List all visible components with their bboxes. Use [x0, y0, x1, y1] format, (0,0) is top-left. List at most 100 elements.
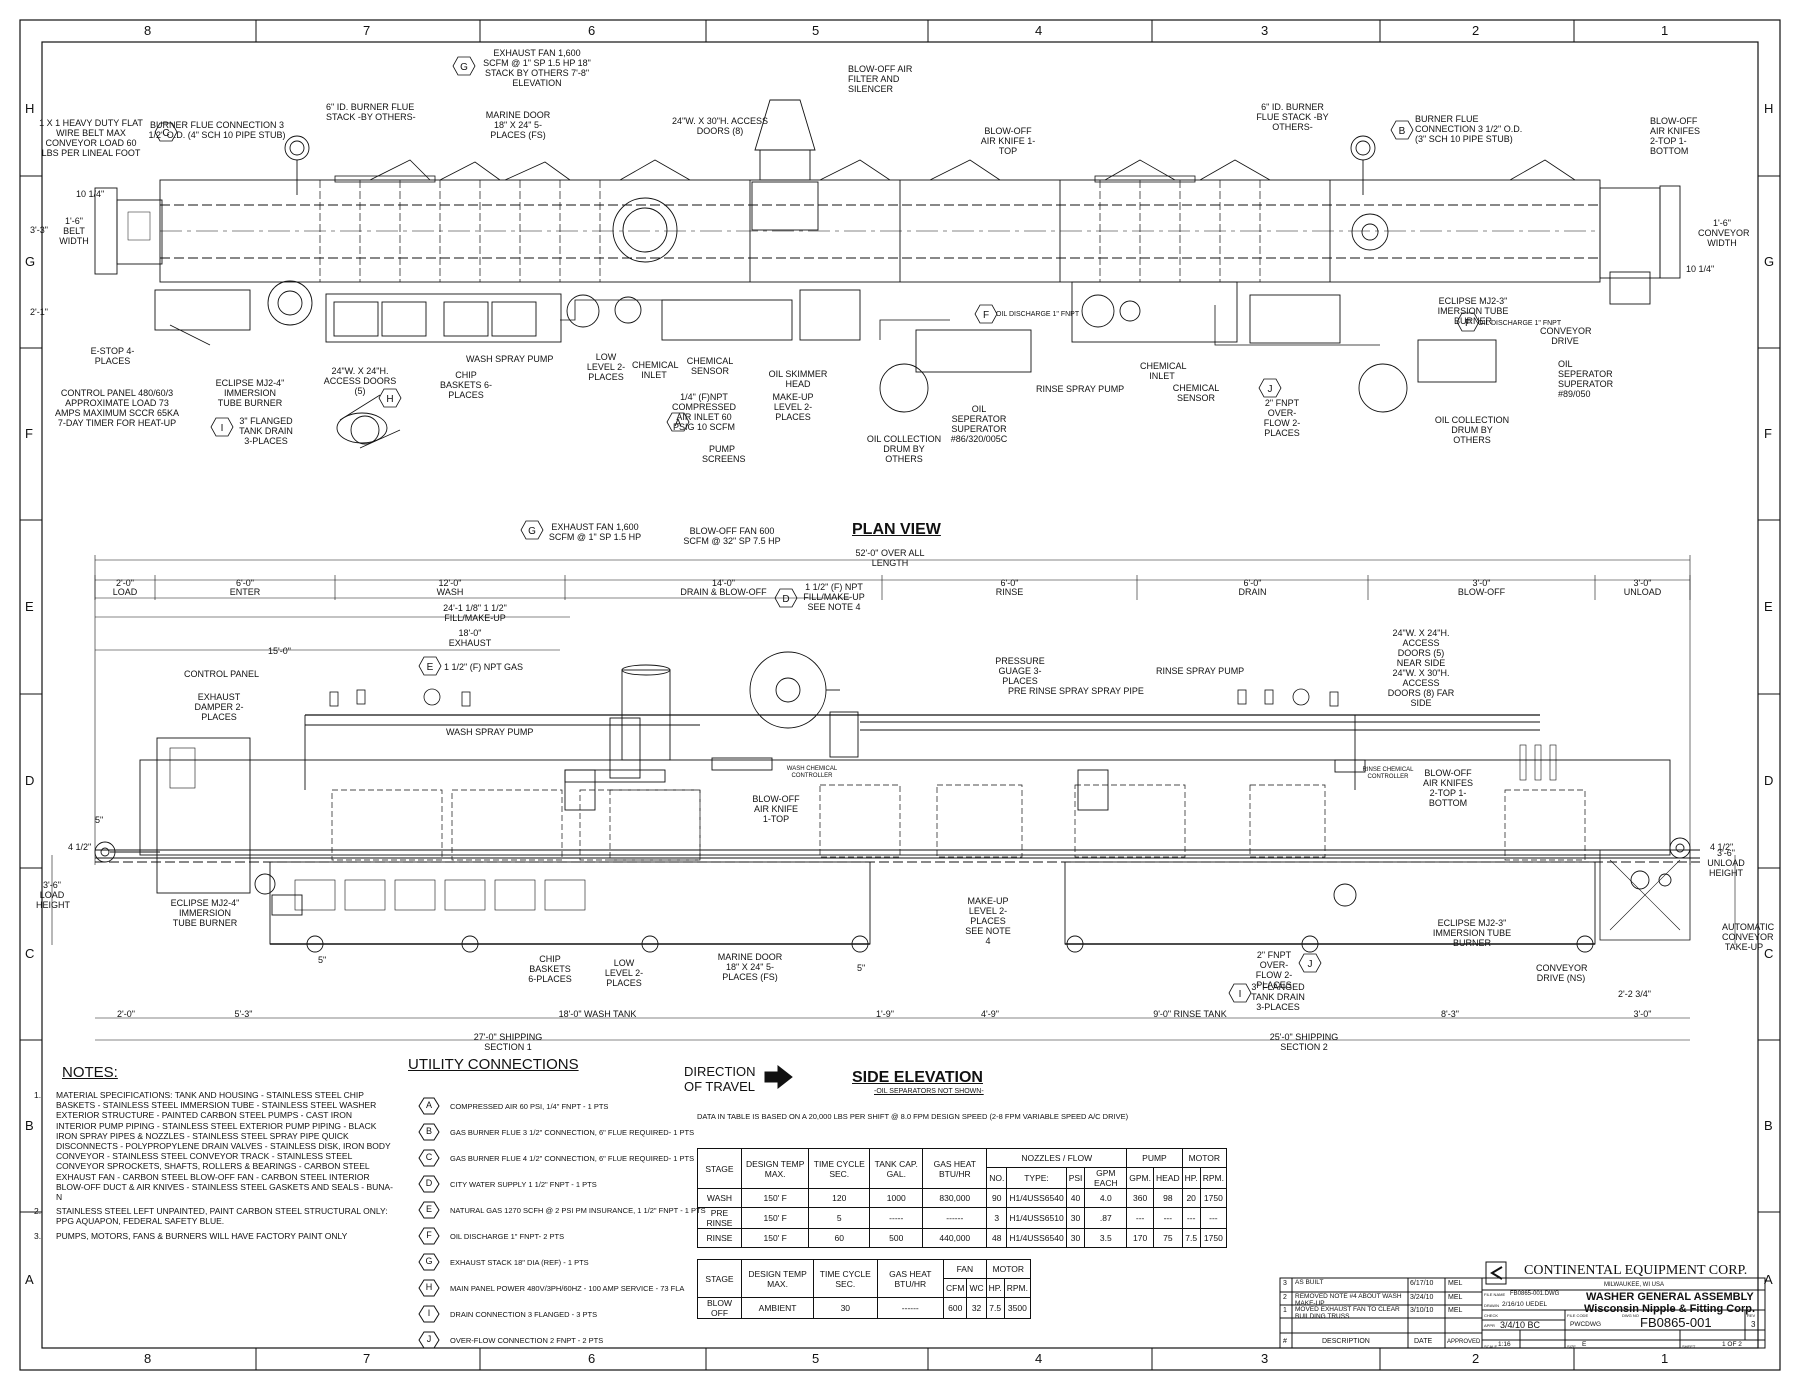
rev-label: REV [1747, 1313, 1756, 1318]
table-cell: 48 [986, 1228, 1008, 1248]
table-note: DATA IN TABLE IS BASED ON A 20,000 LBS P… [697, 1112, 1129, 1121]
callout-hex-letter: I [1239, 989, 1242, 1000]
shipping-section-1: 27'-0" SHIPPING SECTION 1 [473, 1032, 543, 1052]
table-cell: 30 [1065, 1207, 1086, 1229]
side-knife-label: BLOW-OFF AIR KNIFE 1-TOP [752, 794, 800, 824]
table-cell: 1750 [1199, 1188, 1228, 1208]
oil-discharge-2-label: OIL DISCHARGE 1" FNPT [1478, 320, 1562, 327]
notes-title: NOTES: [62, 1064, 118, 1081]
utility-tag-letter: G [425, 1256, 433, 1266]
revision-date: 3/10/10 [1410, 1307, 1434, 1314]
plan-view-drawing [94, 99, 1681, 449]
dim-5b: 5" [857, 963, 866, 973]
appr-label: APPR [1484, 1323, 1495, 1328]
section-name: LOAD [112, 587, 138, 597]
side-rinse-pump: RINSE SPRAY PUMP [1156, 666, 1245, 676]
drawing-title: WASHER GENERAL ASSEMBLY [1586, 1291, 1754, 1303]
border-row-label: F [25, 426, 33, 441]
callout-hex-tag [1390, 120, 1414, 140]
utility-tag-letter: D [425, 1178, 433, 1188]
table-cell: 440,000 [922, 1228, 988, 1248]
side-wash-pump: WASH SPRAY PUMP [446, 727, 534, 737]
revision-head-desc: DESCRIPTION [1322, 1338, 1370, 1345]
note-number: 1. [34, 1090, 42, 1100]
oil-separator-2-label: OIL SEPERATOR SUPERATOR #89/050 [1558, 359, 1614, 399]
section-dim: 14'-0" [712, 578, 735, 588]
callout-hex-tag [774, 588, 798, 608]
utility-tag-hex: A [418, 1097, 440, 1115]
chem-sensor-2-label: CHEMICAL SENSOR [1172, 383, 1220, 403]
dim-3-3: 3'-3" [30, 225, 48, 235]
table-subheader: GPM. [1126, 1167, 1155, 1189]
border-col-label: 6 [588, 23, 596, 38]
shipping-section-2: 25'-0" SHIPPING SECTION 2 [1269, 1032, 1339, 1052]
utility-tag-letter: F [426, 1230, 432, 1240]
utility-title: UTILITY CONNECTIONS [408, 1056, 579, 1073]
border-col-label: 1 [1661, 1351, 1669, 1366]
border-col-label: 3 [1261, 23, 1269, 38]
table-subheader: HEAD [1153, 1167, 1183, 1189]
compressed-air-label: 1/4" (F)NPT COMPRESSED AIR INLET 60 PSIG… [672, 392, 737, 432]
side-eclipse4: ECLIPSE MJ2-4" IMMERSION TUBE BURNER [170, 898, 240, 928]
revision-head-date: DATE [1414, 1338, 1433, 1345]
revision-date: 3/24/10 [1410, 1294, 1434, 1301]
table-cell: 7.5 [985, 1297, 1005, 1319]
table-cell: H1/4USS6540 [1006, 1228, 1067, 1248]
callout-hex-letter: G [460, 62, 468, 73]
utility-text: OVER-FLOW CONNECTION 2 FNPT - 2 PTS [450, 1335, 604, 1345]
utility-tag-letter: H [425, 1282, 433, 1292]
border-row-label: A [1764, 1272, 1773, 1287]
sheet-value: 1 OF 2 [1722, 1341, 1742, 1348]
prerinse-label: PRE RINSE SPRAY SPRAY PIPE [1008, 686, 1144, 696]
table-cell: 30 [813, 1297, 878, 1319]
border-col-label: 8 [144, 23, 152, 38]
table-cell: 3.5 [1084, 1228, 1128, 1248]
utility-tag-letter: E [425, 1204, 432, 1214]
table-cell: 1000 [869, 1188, 924, 1208]
load-height: 3'-6" LOAD HEIGHT [36, 880, 71, 910]
table-header: TIME CYCLE SEC. [813, 1259, 878, 1298]
side-elevation-title: SIDE ELEVATION [852, 1069, 983, 1086]
table-subheader: WC [966, 1278, 987, 1298]
border-col-label: 4 [1035, 23, 1043, 38]
rinse-pump-label: RINSE SPRAY PUMP [1036, 384, 1125, 394]
utility-tag-letter: C [425, 1152, 433, 1162]
chem-sensor-label: CHEMICAL SENSOR [686, 356, 734, 376]
chem-inlet-label: CHEMICAL INLET [632, 360, 679, 380]
utility-text: EXHAUST STACK 18" DIA (REF) - 1 PTS [450, 1257, 589, 1267]
callout-hex-letter: D [782, 594, 789, 605]
revision-by: MEL [1448, 1307, 1463, 1314]
callout-hex-letter: J [1308, 959, 1313, 970]
border-col-label: 2 [1472, 1351, 1480, 1366]
callout-hex-tag [452, 56, 476, 76]
border-row-label: H [25, 101, 35, 116]
utility-tag-hex: I [418, 1305, 440, 1323]
file-name-label: FILE NAME [1484, 1292, 1506, 1297]
note-text: STAINLESS STEEL LEFT UNPAINTED, PAINT CA… [56, 1206, 388, 1227]
utility-tag-letter: I [427, 1308, 431, 1318]
stack-left-label: 6" ID. BURNER FLUE STACK -BY OTHERS- [326, 102, 416, 122]
table-cell: 500 [869, 1228, 924, 1248]
oil-drum-2-label: OIL COLLECTION DRUM BY OTHERS [1434, 415, 1510, 445]
table-cell: 4.0 [1084, 1188, 1128, 1208]
utility-tag-hex: G [418, 1253, 440, 1271]
skimmer-label: OIL SKIMMER HEAD [768, 369, 828, 389]
unload-height: 3'-6" UNLOAD HEIGHT [1707, 848, 1745, 878]
doors-label: 24"W. X 24"H. ACCESS DOORS (5) NEAR SIDE… [1387, 628, 1455, 708]
revision-desc: AS BUILT [1295, 1279, 1324, 1286]
file-name-value: FB0865-001.DWG [1510, 1291, 1560, 1297]
oil-drum-1-label: OIL COLLECTION DRUM BY OTHERS [866, 434, 942, 464]
bottom-dim: 8'-3" [1441, 1009, 1459, 1019]
bottom-dim: 3'-0" [1633, 1009, 1652, 1019]
note-text: PUMPS, MOTORS, FANS & BURNERS WILL HAVE … [56, 1230, 348, 1241]
table-cell: 120 [808, 1188, 871, 1208]
access-doors-8-label: 24"W. X 30"H. ACCESS DOORS (8) [672, 116, 768, 136]
dwg-no-value: FB0865-001 [1640, 1315, 1712, 1330]
utility-text: COMPRESSED AIR 60 PSI, 1/4" FNPT - 1 PTS [450, 1101, 609, 1111]
